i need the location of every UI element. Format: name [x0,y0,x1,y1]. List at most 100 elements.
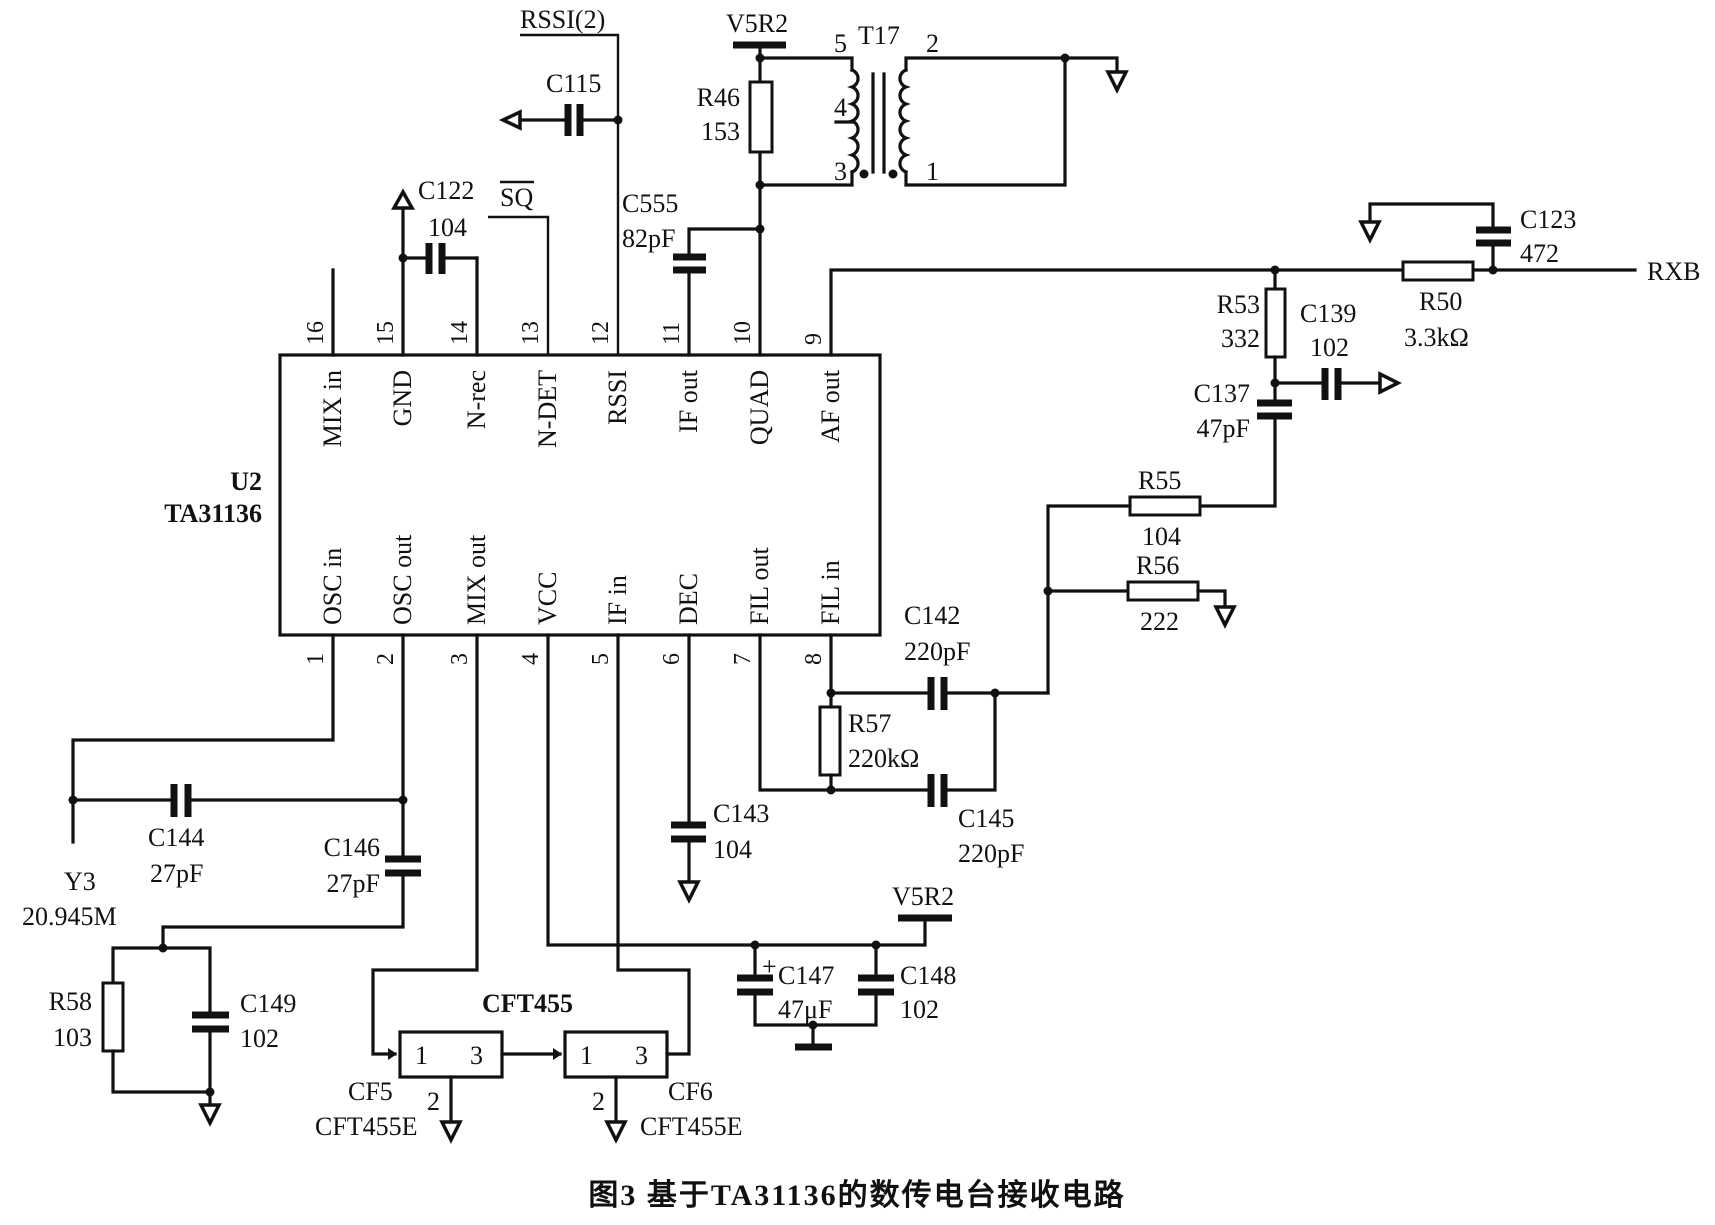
r58-c149-top-wire [111,946,212,1015]
ic-pin-name: IF out [674,369,703,433]
c555-ref: C555 [622,189,678,218]
c555-value: 82pF [622,224,675,253]
c123-ground-icon [1358,220,1382,244]
ic-pin-name: IF in [603,575,632,625]
r53-body [1264,287,1287,359]
ic-pin-name: OSC out [388,534,417,625]
ic-pin-number: 8 [801,653,827,665]
pin5-if-in-wire [616,633,691,1056]
ic-pin-number: 5 [588,653,614,665]
c146-wire-bot [161,874,405,950]
r57-value: 220kΩ [848,744,919,773]
t17-pin4: 4 [834,93,847,122]
cf6-pin2: 2 [592,1087,605,1116]
c142-value: 220pF [904,637,970,666]
c144-ref: C144 [148,823,204,852]
pin1-osc-in-wire [71,633,335,844]
c139-value: 102 [1310,333,1349,362]
cf6-in-arrow-icon [553,1048,562,1060]
t17-pin2: 2 [926,29,939,58]
c148-ref: C148 [900,961,956,990]
t17-pin1: 1 [926,157,939,186]
c145-wire-r [945,691,997,792]
c146-ref: C146 [324,833,380,862]
ic-pin-name: QUAD [745,370,774,445]
c137-ref: C137 [1194,379,1250,408]
cf6-ref: CF6 [668,1077,713,1106]
r55-body [1128,495,1202,517]
t17-secondary-coil [898,67,911,175]
cf5-pin2: 2 [427,1087,440,1116]
cf5-part: CFT455E [315,1112,418,1141]
t17-pin5: 5 [834,29,847,58]
ic-pin-number: 4 [518,653,544,665]
y3-ref: Y3 [64,867,96,896]
t17-pin3-wire [758,170,854,187]
r55-wire-l [1046,504,1132,695]
c123-wire-top [1368,202,1495,229]
t17-dot-secondary [888,169,898,179]
cf5-pin3: 3 [470,1041,483,1070]
ic-pin-name: MIX in [318,370,347,447]
c147-value: 47μF [778,995,832,1024]
ic-pin-number: 11 [659,322,685,345]
c143-ref: C143 [713,799,769,828]
ic-pin-number: 15 [373,321,399,345]
cf5-ground-icon [439,1120,463,1144]
c122-arrow-icon [391,188,415,210]
c143-value: 104 [713,835,752,864]
r56-ref: R56 [1136,551,1179,580]
c146-value: 27pF [327,869,380,898]
t17-pin5-wire [758,56,854,72]
ic-pin-number: 2 [373,653,399,665]
ic-pin-number: 10 [730,321,756,345]
r58-wire-bot [111,1049,212,1094]
ic-pin-number: 14 [447,321,473,345]
ic-pin-name: OSC in [318,548,347,625]
sq-net-label: SQ [500,183,533,212]
ic-pin-name: DEC [674,573,703,625]
pin7-wire [758,633,930,792]
c147-polarity: + [762,952,777,981]
pin13-sq-wire [488,215,550,355]
ic-pin-number: 7 [730,653,756,665]
c149-ref: C149 [240,989,296,1018]
cf6-ground-icon [604,1120,628,1144]
r50-ref: R50 [1419,287,1462,316]
ic-body [278,353,882,637]
c123-ref: C123 [1520,205,1576,234]
r58-body [101,981,125,1053]
t17-ref: T17 [858,21,900,50]
ic-pin-name: FIL in [816,560,845,625]
r50-value: 3.3kΩ [1404,323,1469,352]
junction [398,253,408,263]
ic-pin-number: 12 [588,321,614,345]
junction [755,224,765,234]
ic-pin-name: N-rec [462,370,491,429]
ic-pin-name: FIL out [745,546,774,625]
t17-ground-icon [1105,70,1129,94]
c149-value: 102 [240,1024,279,1053]
c145-ref: C145 [958,804,1014,833]
r56-body [1126,580,1200,602]
junction [205,1087,215,1097]
v5r2-top-label: V5R2 [726,9,788,38]
r46-body [748,80,774,154]
c143-ground-icon [677,880,701,904]
ic-pin-name: AF out [816,369,845,443]
rssi2-net-label: RSSI(2) [520,5,605,34]
c115-arrow-icon [498,109,522,131]
v5r2-bottom-label: V5R2 [892,882,954,911]
r50-body [1401,260,1475,282]
ic-pin-number: 3 [447,653,473,665]
c142-ref: C142 [904,601,960,630]
c139-ref: C139 [1300,299,1356,328]
cf5-in-arrow-icon [388,1048,397,1060]
ic-pin-name: MIX out [462,534,491,625]
c122-ref: C122 [418,176,474,205]
ic-pin-name: RSSI [603,370,632,425]
c115-ref: C115 [546,69,601,98]
